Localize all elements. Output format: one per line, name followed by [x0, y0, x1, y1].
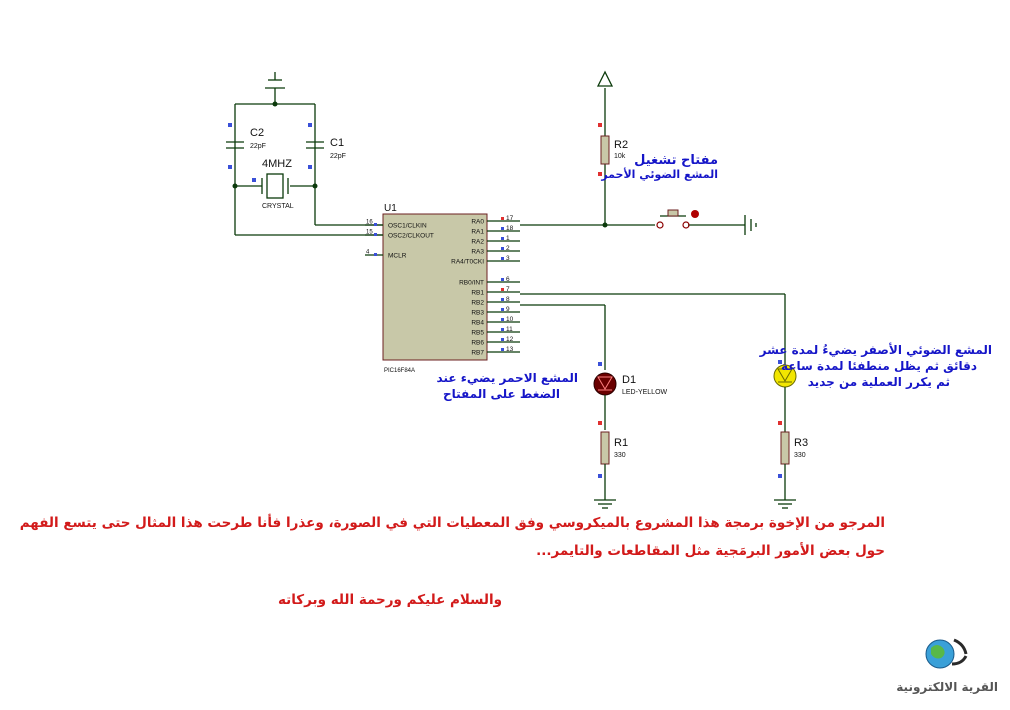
logo-text: القرية الالكترونية: [896, 680, 998, 694]
u1-pin-number: 18: [506, 225, 514, 232]
resistor-r2[interactable]: R2 10k: [598, 123, 628, 176]
u1-pin-number: 13: [506, 346, 514, 353]
u1-pin-name: RB7: [471, 350, 484, 357]
u1-pin-name: RA4/T0CKI: [451, 259, 484, 266]
red-led-note-line2: الضغط على المفتاح: [442, 387, 560, 401]
crystal-value: CRYSTAL: [262, 203, 294, 210]
c1-value: 22pF: [330, 153, 346, 160]
crystal-ref: 4MHZ: [262, 158, 292, 170]
switch-note-line2: المشع الضوئي الأحمر: [601, 168, 718, 181]
led-yellow[interactable]: [773, 360, 797, 432]
u1-pin-name: RB5: [471, 330, 484, 337]
yellow-led-note-line2: دقائق ثم يظل منطفئا لمدة ساعة: [781, 359, 977, 373]
ground-r3-symbol: [774, 499, 796, 509]
capacitor-c1[interactable]: C1 22pF: [306, 123, 346, 169]
u1-pin-number: 10: [506, 316, 514, 323]
switch-note: مفتاح تشغيل المشع الضوئي الأحمر: [601, 153, 718, 181]
power-terminal-symbol: [596, 70, 614, 87]
red-led-note-line1: المشع الاحمر يضيء عند: [436, 371, 578, 385]
u1-pin-name: OSC2/CLKOUT: [388, 233, 434, 240]
yellow-led-note-line3: ثم يكرر العملية من جديد: [807, 375, 950, 389]
u1-pin-name: RA1: [471, 229, 484, 236]
r2-value: 10k: [614, 153, 626, 160]
u1-pin-number: 8: [506, 296, 510, 303]
u1-pin-number: 4: [366, 250, 370, 256]
push-button-switch[interactable]: [656, 209, 699, 229]
u1-pin-name: RB6: [471, 340, 484, 347]
c2-ref: C2: [250, 127, 264, 139]
c1-ref: C1: [330, 137, 344, 149]
u1-pin-name: RA0: [471, 219, 484, 226]
u1-pin-name: RA3: [471, 249, 484, 256]
u1-pin-name: MCLR: [388, 253, 407, 260]
logo-globe-icon: [925, 638, 968, 669]
u1-pin-number: 17: [506, 215, 514, 222]
u1-pin-number: 9: [506, 306, 510, 313]
u1-pin-number: 1: [506, 235, 510, 242]
closing-message: والسلام عليكم ورحمة الله وبركاته: [277, 592, 502, 608]
r3-ref: R3: [794, 437, 808, 449]
ground-top-symbol: [265, 72, 285, 104]
r1-value: 330: [614, 452, 626, 459]
u1-pin-name: RB1: [471, 290, 484, 297]
ground-switch-symbol: [744, 215, 757, 235]
d1-ref: D1: [622, 374, 636, 386]
oscillator-wires: [232, 101, 383, 236]
led-d1[interactable]: D1 LED-YELLOW: [593, 362, 668, 430]
red-led-note: المشع الاحمر يضيء عند الضغط على المفتاح: [437, 370, 578, 402]
u1-pin-number: 7: [506, 286, 510, 293]
r2-ref: R2: [614, 139, 628, 151]
u1-pin-number: 15: [366, 230, 373, 236]
switch-note-line1: مفتاح تشغيل: [634, 153, 718, 168]
u1-pin-name: OSC1/CLKIN: [388, 223, 427, 230]
yellow-led-note-line1: المشع الضوئي الأصفر يضيءُ لمدة عشر: [759, 343, 992, 357]
crystal-x1[interactable]: 4MHZ CRYSTAL: [252, 158, 294, 210]
r3-value: 330: [794, 452, 806, 459]
u1-pin-number: 6: [506, 276, 510, 283]
resistor-r3[interactable]: R3 330: [778, 421, 808, 500]
u1-ref: U1: [384, 203, 397, 214]
request-message-line2: حول بعض الأمور البرمَجية مثل المقاطعات و…: [536, 543, 885, 559]
u1-pin-number: 2: [506, 245, 510, 252]
u1-pin-number: 3: [506, 255, 510, 262]
d1-value: LED-YELLOW: [622, 389, 668, 396]
u1-pin-name: RB3: [471, 310, 484, 317]
ground-r1-symbol: [594, 499, 616, 509]
u1-pin-number: 12: [506, 336, 514, 343]
capacitor-c2[interactable]: C2 22pF: [226, 123, 266, 169]
u1-pin-number: 16: [366, 220, 373, 226]
u1-pin-name: RB2: [471, 300, 484, 307]
u1-pin-name: RA2: [471, 239, 484, 246]
request-message-line1: المرجو من الإخوة برمجة هذا المشروع بالمي…: [19, 515, 885, 531]
u1-part: PIC16F84A: [384, 368, 415, 374]
rb-net-wires: [520, 293, 786, 370]
u1-pin-name: RB0/INT: [459, 280, 484, 287]
u1-pin-name: RB4: [471, 320, 484, 327]
yellow-led-note: المشع الضوئي الأصفر يضيءُ لمدة عشر دقائق…: [760, 342, 992, 390]
u1-pin-number: 11: [506, 326, 513, 333]
c2-value: 22pF: [250, 143, 266, 150]
resistor-r1[interactable]: R1 330: [598, 421, 628, 500]
r1-ref: R1: [614, 437, 628, 449]
